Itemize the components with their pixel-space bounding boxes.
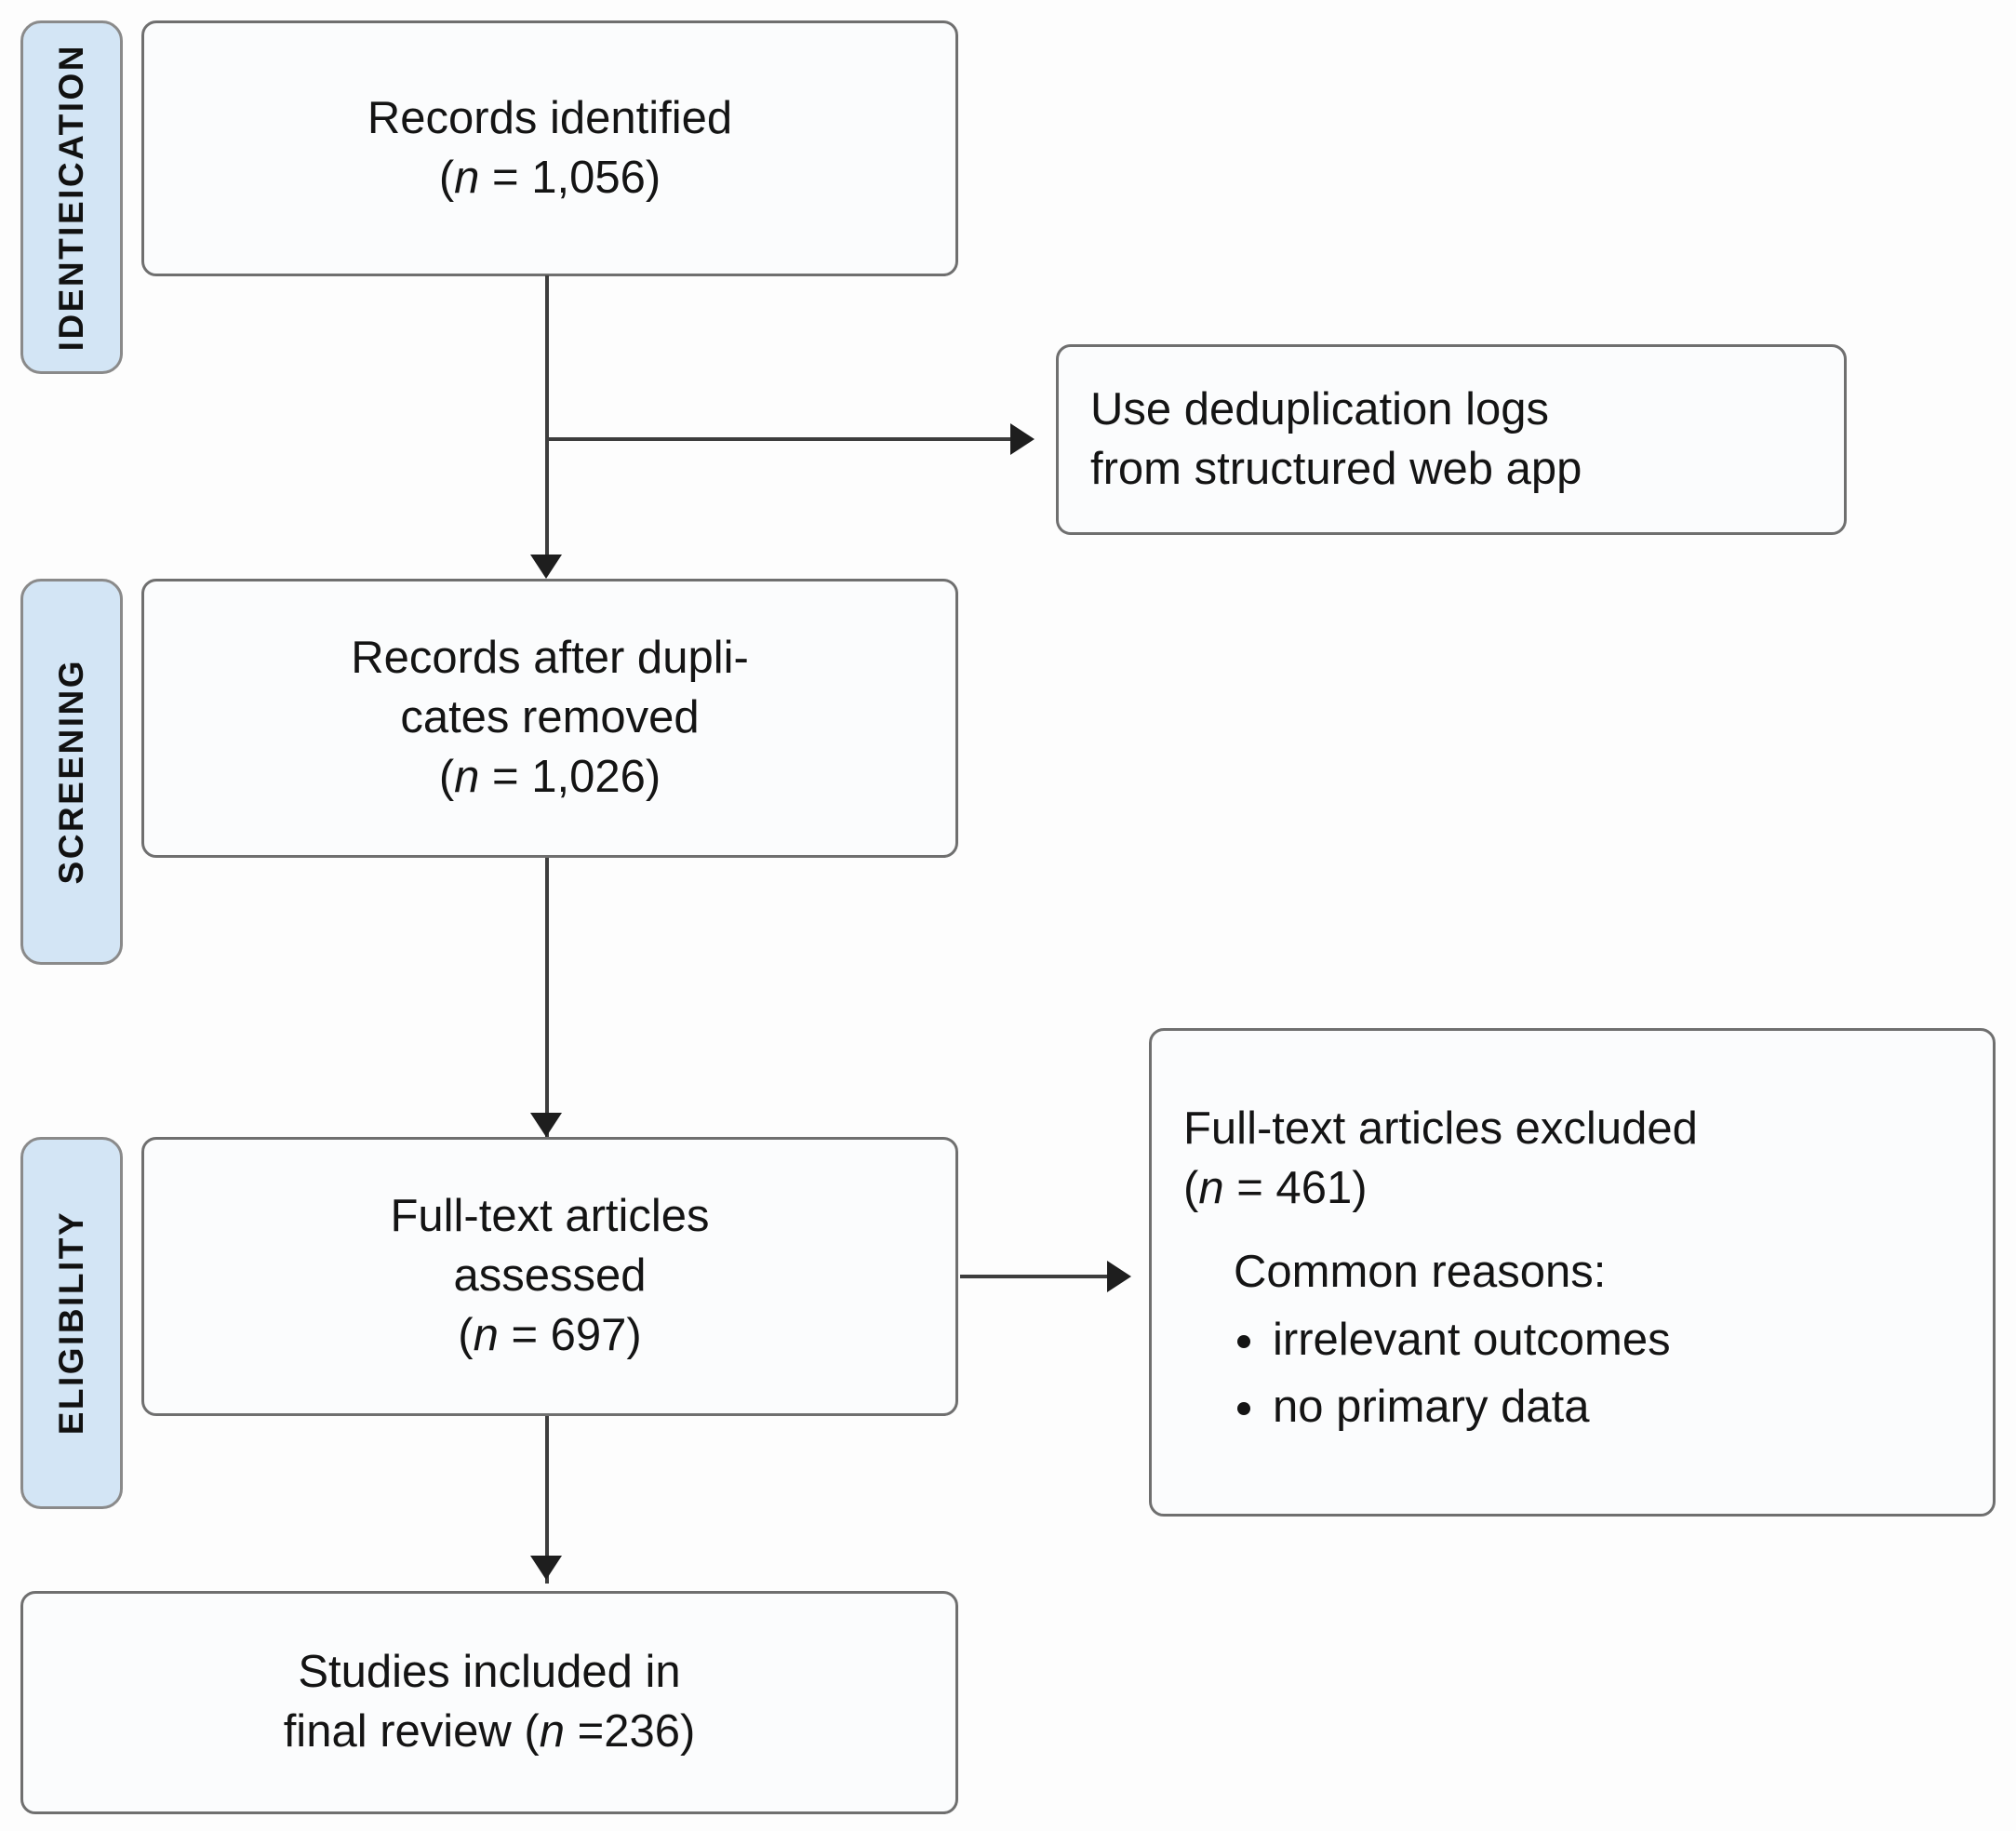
full-text-excluded-reasons-list: irrelevant outcomes no primary data bbox=[1183, 1311, 1961, 1437]
node-records-identified: Records identified (n = 1,056) bbox=[141, 20, 958, 276]
node-full-text-articles-assessed: Full-text articles assessed (n = 697) bbox=[141, 1137, 958, 1416]
paren-open: ( bbox=[458, 1309, 474, 1360]
exclusion-reason-item: irrelevant outcomes bbox=[1234, 1311, 1961, 1370]
full-text-excluded-line-1: Full-text articles excluded bbox=[1183, 1103, 1698, 1155]
count-value: =236) bbox=[564, 1706, 696, 1757]
node-full-text-articles-excluded: Full-text articles excluded (n = 461) Co… bbox=[1149, 1028, 1996, 1517]
arrow-duplicates-to-fulltext bbox=[530, 1113, 562, 1137]
stage-label-identification-text: IDENTIEICATION bbox=[52, 43, 90, 352]
full-text-excluded-count: (n = 461) bbox=[1183, 1159, 1961, 1219]
paren-open: ( bbox=[438, 152, 455, 203]
stage-label-screening: SCREENING bbox=[20, 579, 123, 965]
node-studies-included-final-review: Studies included in final review (n =236… bbox=[20, 1591, 958, 1814]
connector-duplicates-to-fulltext bbox=[545, 858, 549, 1152]
records-after-duplicates-line-2: cates removed bbox=[400, 692, 700, 743]
node-deduplication-note: Use deduplication logs from structured w… bbox=[1056, 344, 1847, 535]
count-value: = 697) bbox=[498, 1309, 642, 1360]
count-value: = 1,056) bbox=[479, 152, 661, 203]
paren-open: ( bbox=[438, 751, 455, 802]
studies-included-line-1: Studies included in bbox=[298, 1647, 681, 1698]
stage-label-screening-text: SCREENING bbox=[52, 659, 90, 885]
connector-identified-to-duplicates bbox=[545, 275, 549, 569]
stage-label-eligibility: ELIGIBILITY bbox=[20, 1137, 123, 1509]
n-symbol: n bbox=[454, 152, 480, 203]
count-value: = 1,026) bbox=[479, 751, 661, 802]
arrow-fulltext-to-excluded bbox=[1107, 1261, 1131, 1292]
dedup-note-line-1: Use deduplication logs bbox=[1090, 383, 1550, 434]
n-symbol: n bbox=[454, 751, 480, 802]
records-after-duplicates-line-1: Records after dupli- bbox=[351, 633, 749, 684]
arrow-identified-to-dedup-note bbox=[1010, 423, 1035, 455]
n-symbol: n bbox=[539, 1706, 565, 1757]
arrow-fulltext-to-included bbox=[530, 1556, 562, 1580]
count-value: = 461) bbox=[1223, 1162, 1368, 1213]
connector-fulltext-to-excluded bbox=[960, 1275, 1107, 1278]
records-identified-line-1: Records identified bbox=[367, 92, 733, 143]
connector-identified-to-dedup-note bbox=[545, 437, 1010, 441]
stage-label-eligibility-text: ELIGIBILITY bbox=[52, 1210, 90, 1436]
records-identified-count: (n = 1,056) bbox=[176, 149, 924, 208]
full-text-assessed-line-1: Full-text articles bbox=[390, 1191, 710, 1242]
exclusion-reason-item: no primary data bbox=[1234, 1378, 1961, 1437]
connector-fulltext-to-included bbox=[545, 1416, 549, 1584]
n-symbol: n bbox=[1198, 1162, 1224, 1213]
full-text-excluded-reasons-heading: Common reasons: bbox=[1234, 1246, 1607, 1297]
studies-included-line-2: final review (n =236) bbox=[55, 1703, 924, 1762]
full-text-assessed-line-2: assessed bbox=[453, 1250, 647, 1302]
final-review-text: final review ( bbox=[283, 1706, 540, 1757]
stage-label-identification: IDENTIEICATION bbox=[20, 20, 123, 374]
node-records-after-duplicates-removed: Records after dupli- cates removed (n = … bbox=[141, 579, 958, 858]
n-symbol: n bbox=[473, 1309, 499, 1360]
dedup-note-line-2: from structured web app bbox=[1090, 443, 1582, 494]
arrow-identified-to-duplicates bbox=[530, 555, 562, 579]
paren-open: ( bbox=[1183, 1162, 1199, 1213]
records-after-duplicates-count: (n = 1,026) bbox=[176, 748, 924, 808]
full-text-assessed-count: (n = 697) bbox=[176, 1306, 924, 1366]
